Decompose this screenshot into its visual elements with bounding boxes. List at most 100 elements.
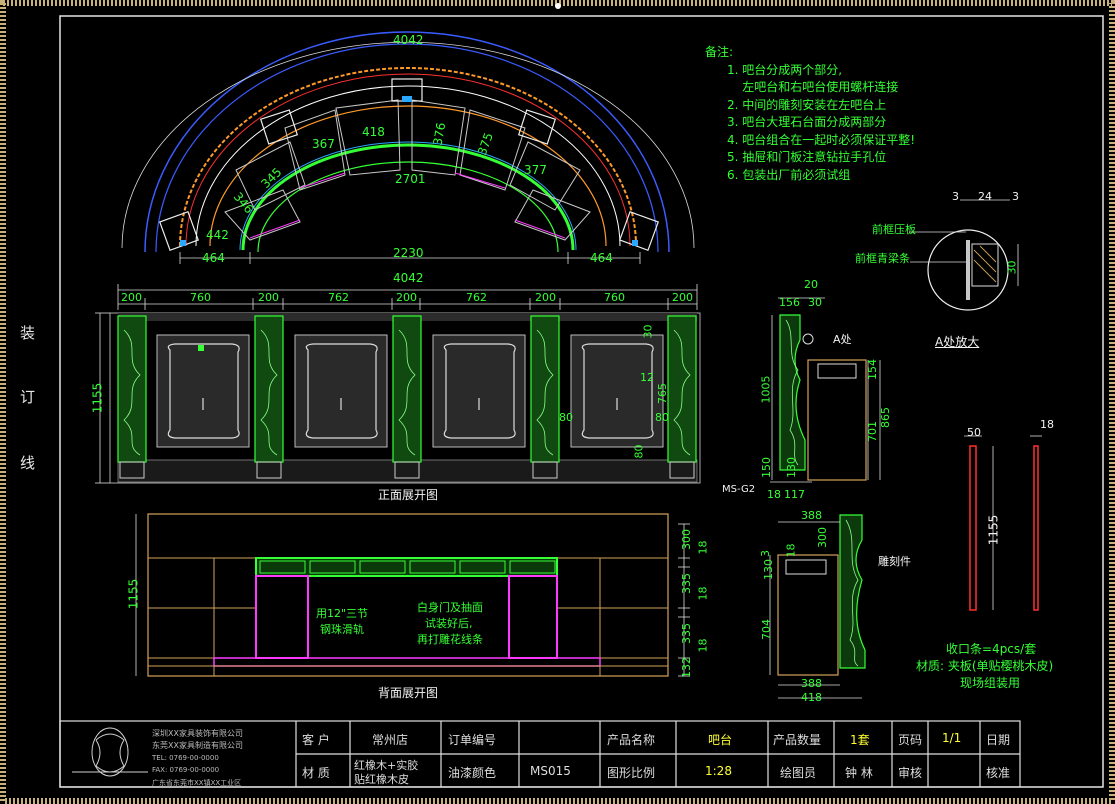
strip-caption: 收口条=4pcs/套 [946, 642, 1037, 656]
sec1-dim: 150 [760, 457, 773, 478]
product-value: 吧台 [708, 733, 733, 747]
front-dim: 200 [535, 291, 556, 304]
back-note-2: 再打雕花线条 [417, 633, 483, 646]
front-small-dim: 765 [656, 383, 669, 404]
product-label: 产品名称 [607, 733, 656, 747]
material-value: 红橡木+实胶 [354, 759, 419, 772]
strip-caption: 现场组装用 [960, 676, 1021, 690]
sec2-dim: 388 [801, 677, 822, 690]
strip-parts [964, 435, 1042, 611]
arc-bottom-width: 2230 [393, 246, 424, 260]
arc-top-width: 4042 [393, 33, 424, 47]
remarks-title: 备注: [705, 45, 734, 59]
detail-dim: 3 [1012, 190, 1019, 203]
sec1-dim: 154 [866, 359, 879, 380]
front-view-title: 正面展开图 [378, 488, 439, 502]
date-label: 日期 [986, 733, 1011, 747]
back-dim: 18 [696, 540, 710, 555]
remark-item: 6. 包装出厂前必须试组 [727, 167, 851, 182]
scale-label: 图形比例 [607, 766, 656, 780]
front-dim: 200 [121, 291, 142, 304]
back-note-1: 钢珠滑轨 [320, 623, 364, 636]
front-dim: 760 [604, 291, 625, 304]
review-label: 审核 [898, 766, 923, 780]
back-note-1: 用12"三节 [316, 607, 369, 620]
approve-label: 核准 [986, 766, 1011, 780]
sec2-dim: 130 [762, 559, 775, 580]
back-elevation [135, 513, 690, 677]
company-logo [72, 727, 148, 777]
scale-value: 1:28 [705, 764, 732, 778]
front-width: 4042 [393, 271, 424, 285]
detail-dim: 24 [978, 190, 992, 203]
front-small-dim: 80 [559, 411, 573, 424]
arc-left-end: 464 [202, 251, 225, 265]
sec1-note: A处 [833, 333, 852, 346]
arc-seg-label: 442 [206, 228, 229, 242]
material-label: 材 质 [302, 766, 330, 780]
side-section-2 [769, 514, 866, 699]
arc-seg-label: 367 [312, 137, 335, 151]
arc-seg-label: 377 [524, 163, 547, 177]
sec1-dim: 865 [879, 407, 892, 428]
sec2-dim: 3 [759, 550, 772, 557]
strip-caption: 材质: 夹板(单贴樱桃木皮) [916, 659, 1054, 673]
front-dim: 762 [466, 291, 487, 304]
arc-right-end: 464 [590, 251, 613, 265]
back-dim: 335 [680, 573, 693, 594]
front-elevation [95, 284, 701, 484]
drafter-label: 绘图员 [780, 766, 817, 780]
material-value: 贴红橡木皮 [354, 773, 409, 786]
sec1-dim: 701 [866, 421, 879, 442]
sec1-dim: 1005 [759, 375, 773, 404]
front-small-dim: 80 [655, 411, 669, 424]
detail-dim: 30 [1005, 260, 1019, 275]
remark-item: 5. 抽屉和门板注意钻拉手孔位 [727, 150, 887, 164]
sec1-dim: 30 [808, 296, 822, 309]
sec2-dim: 418 [801, 691, 822, 704]
strip-dim: 18 [1040, 418, 1054, 431]
remark-item: 4. 吧台组合在一起时必须保证平整! [727, 132, 916, 147]
remark-item: 3. 吧台大理石台面分成两部分 [727, 115, 887, 129]
company-line: 深圳XX家具装饰有限公司 [152, 729, 243, 738]
back-height: 1155 [126, 578, 141, 610]
page-value: 1/1 [942, 731, 962, 745]
binding-text: 订 [20, 388, 36, 406]
front-small-dim: 30 [641, 324, 655, 339]
title-block-grid [59, 720, 1021, 788]
back-note-2: 白身门及抽面 [417, 601, 483, 614]
strip-dim: 50 [967, 426, 981, 439]
front-small-dim: 12 [640, 371, 654, 384]
detail-note: 前框青梁条 [855, 252, 910, 265]
front-height: 1155 [90, 382, 105, 414]
binding-text: 装 [20, 324, 36, 342]
sec1-dim: 117 [784, 488, 805, 501]
company-line: FAX: 0769-00-0000 [152, 766, 220, 774]
strip-height: 1155 [986, 514, 1001, 546]
remark-item: 左吧台和右吧台使用螺杆连接 [727, 80, 899, 94]
back-dim: 335 [680, 623, 693, 644]
customer-value: 常州店 [372, 733, 409, 747]
qty-label: 产品数量 [773, 733, 822, 747]
arc-seg-label: 376 [430, 121, 449, 147]
sec1-dim: 18 [767, 488, 781, 501]
back-dim: 18 [696, 638, 710, 653]
customer-label: 客 户 [302, 733, 330, 747]
remark-item: 2. 中间的雕刻安装在左吧台上 [727, 97, 887, 112]
company-line: TEL: 0769-00-0000 [152, 754, 219, 762]
sec1-dim: 20 [804, 278, 818, 291]
front-small-dim: 80 [632, 444, 646, 459]
detail-a-view [910, 199, 1019, 311]
company-line: 东莞XX家具制造有限公司 [152, 741, 243, 750]
frame-marker [555, 3, 561, 9]
arc-plan-view [121, 31, 695, 264]
page-label: 页码 [898, 733, 923, 747]
front-dim: 200 [258, 291, 279, 304]
detail-dim: 3 [952, 190, 959, 203]
remarks-block: 备注: 1. 吧台分成两个部分, 左吧台和右吧台使用螺杆连接 2. 中间的雕刻安… [705, 44, 915, 184]
side-section-1 [770, 297, 881, 483]
binding-text: 线 [20, 454, 36, 472]
sec1-dim: 156 [779, 296, 800, 309]
